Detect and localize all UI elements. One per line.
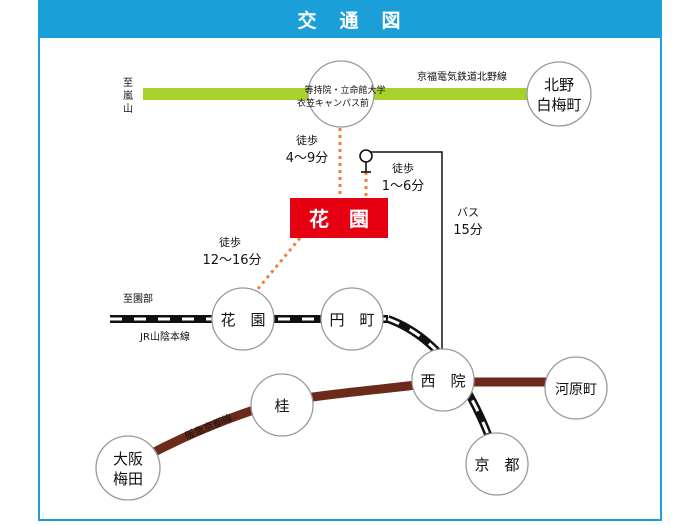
station-kyoto	[465, 432, 529, 496]
station-kitano	[526, 61, 592, 127]
station-saiin	[411, 348, 475, 412]
walk-jr-label-2: 12〜16分	[202, 253, 261, 268]
walk-bus-label-1: 徒歩	[392, 161, 414, 175]
walk-jr-label-1: 徒歩	[219, 235, 241, 249]
station-hanazono-jr-label: 花 園	[220, 311, 265, 329]
station-tojiin-label-2: 衣笠キャンパス前	[297, 97, 369, 109]
destination-label: 花 園	[309, 207, 369, 231]
bus-label-2: 15分	[453, 223, 483, 238]
station-hanazono-jr	[211, 287, 275, 351]
bus-stop-icon	[359, 149, 373, 173]
station-umeda-label-2: 梅田	[113, 470, 143, 488]
bus-label-1: バス	[457, 206, 479, 219]
station-kawaramachi-label: 河原町	[555, 382, 597, 398]
page-title: 交 通 図	[38, 0, 662, 38]
station-katsura	[250, 373, 314, 437]
station-umeda-label-1: 大阪	[113, 450, 143, 468]
hankyu-line-label: 阪急京都線	[183, 411, 234, 443]
walk-tojiin-label-2: 4〜9分	[286, 151, 329, 166]
station-kyoto-label: 京 都	[474, 456, 519, 474]
walk-bus-label-2: 1〜6分	[382, 179, 425, 194]
direction-arashiyama-1: 至	[123, 77, 133, 89]
direction-arashiyama-3: 山	[123, 103, 133, 115]
bus-route	[370, 151, 443, 380]
walk-tojiin-label-1: 徒歩	[296, 133, 318, 147]
station-enmachi-label: 円 町	[329, 311, 374, 329]
direction-sonobe: 至園部	[123, 292, 153, 305]
direction-arashiyama-2: 嵐	[123, 90, 133, 102]
station-kawaramachi	[544, 356, 608, 420]
destination-box	[290, 198, 388, 238]
station-umeda	[95, 435, 161, 501]
station-kitano-label-2: 白梅町	[536, 96, 581, 114]
jr-line-label: JR山陰本線	[139, 330, 190, 343]
station-katsura-label: 桂	[274, 397, 289, 415]
station-tojiin-label-1: 等持院・立命館大学	[304, 84, 385, 96]
randen-line-label: 京福電気鉄道北野線	[417, 70, 507, 83]
station-enmachi	[320, 287, 384, 351]
station-saiin-label: 西 院	[420, 372, 465, 390]
station-tojiin	[307, 60, 375, 128]
station-kitano-label-1: 北野	[544, 76, 574, 94]
walk-route-jr	[250, 237, 302, 297]
